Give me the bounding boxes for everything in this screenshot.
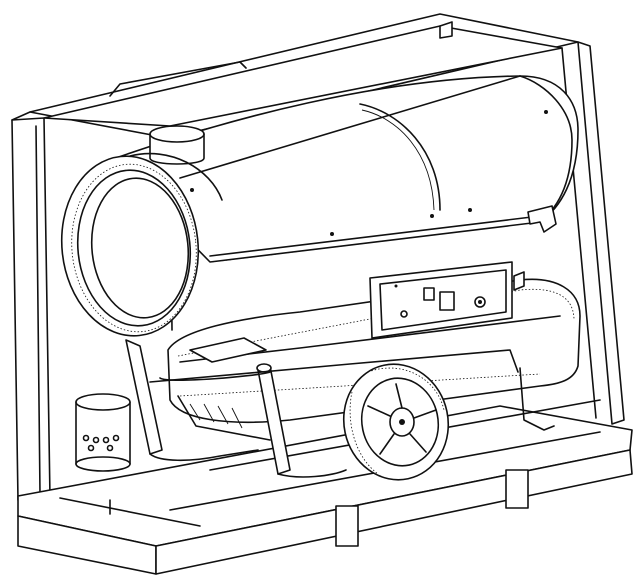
rear-bracket bbox=[527, 205, 557, 233]
tubular-handle-frame bbox=[125, 339, 555, 478]
wheel bbox=[342, 363, 450, 481]
exhaust-flue-stub bbox=[149, 125, 205, 165]
control-panel bbox=[369, 261, 525, 339]
air-outlet-ring bbox=[60, 152, 223, 337]
flue-chimney-cap bbox=[75, 393, 131, 472]
heater-cylinder-body bbox=[109, 75, 579, 263]
crate-frame bbox=[11, 13, 625, 501]
